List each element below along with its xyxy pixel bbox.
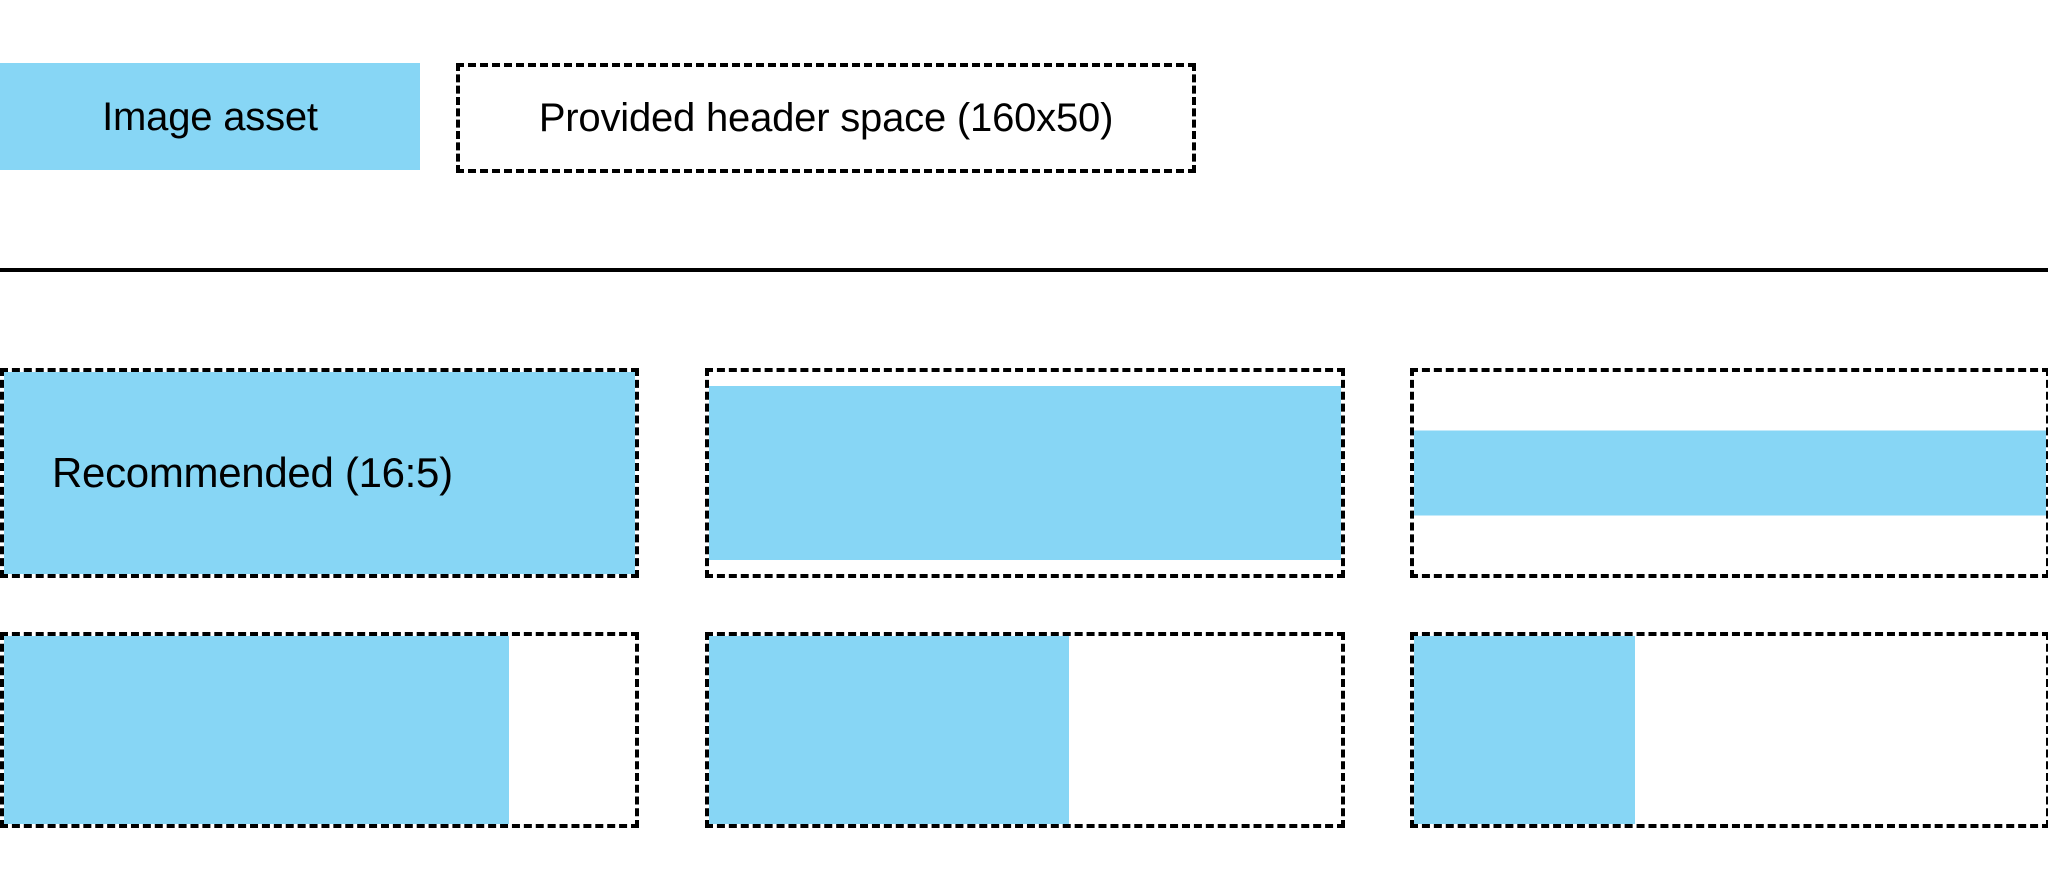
ratio-example-grid: Recommended (16:5) — [0, 368, 2048, 828]
image-asset-swatch: Image asset — [0, 63, 420, 170]
section-divider — [0, 268, 2048, 272]
header-row: Image asset Provided header space (160x5… — [0, 63, 2048, 173]
ratio-cell-row2-col3 — [1410, 632, 2048, 828]
ratio-cell-row1-col1: Recommended (16:5) — [0, 368, 639, 578]
ratio-cell-row1-col2 — [705, 368, 1345, 578]
ratio-cell-row2-col2 — [705, 632, 1345, 828]
ratio-cell-row1-col3 — [1410, 368, 2048, 578]
provided-header-space-label: Provided header space (160x50) — [538, 96, 1114, 140]
ratio-row-1: Recommended (16:5) — [0, 368, 2048, 578]
asset-fill-band-thin — [1414, 430, 2046, 516]
asset-fill-width-80 — [4, 636, 509, 824]
asset-fill-width-57 — [709, 636, 1070, 824]
asset-fill-recommended: Recommended (16:5) — [4, 372, 635, 574]
ratio-cell-row2-col1 — [0, 632, 639, 828]
asset-fill-band-tall — [709, 386, 1341, 560]
recommended-ratio-label: Recommended (16:5) — [52, 449, 453, 496]
image-asset-label: Image asset — [102, 94, 318, 139]
asset-fill-width-35 — [1414, 636, 1636, 824]
ratio-row-2 — [0, 632, 2048, 828]
provided-header-space-box: Provided header space (160x50) — [456, 63, 1196, 173]
